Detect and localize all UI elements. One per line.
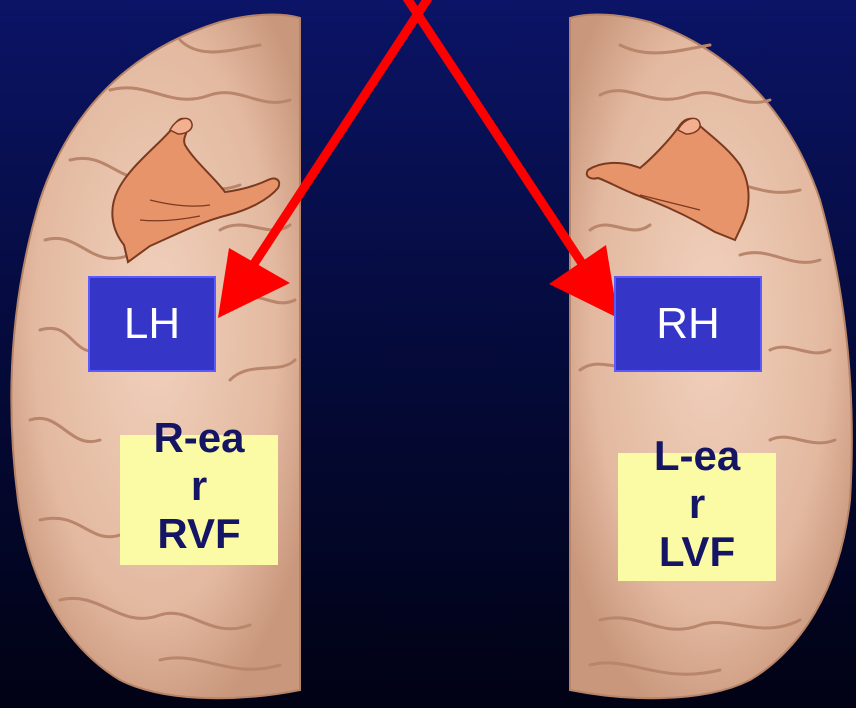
right-note-line: L-ea [618, 432, 776, 480]
left-note-line: RVF [120, 510, 278, 558]
arrow-to-right-hemisphere [395, 0, 585, 268]
left-note-line: R-ea [120, 414, 278, 462]
left-hemisphere-label: LH [88, 276, 216, 372]
left-note-line: r [120, 462, 278, 510]
left-note-text: R-ea r RVF [120, 414, 278, 558]
right-hemisphere-label: RH [614, 276, 762, 372]
right-note-text: L-ea r LVF [618, 432, 776, 576]
right-note-line: LVF [618, 528, 776, 576]
right-note-line: r [618, 480, 776, 528]
